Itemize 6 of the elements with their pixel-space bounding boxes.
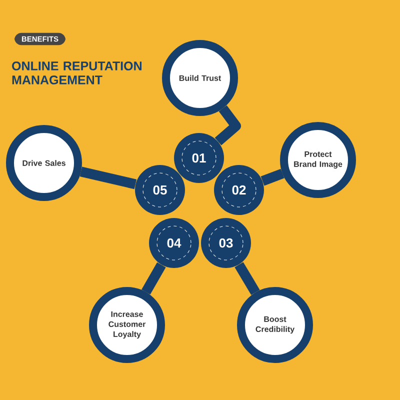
connector-line xyxy=(80,166,137,190)
connector-line xyxy=(142,262,166,295)
title: ONLINE REPUTATION MANAGEMENT xyxy=(12,62,142,84)
connector-line xyxy=(260,168,284,186)
connector-line xyxy=(234,262,260,295)
connector-line xyxy=(214,105,241,146)
